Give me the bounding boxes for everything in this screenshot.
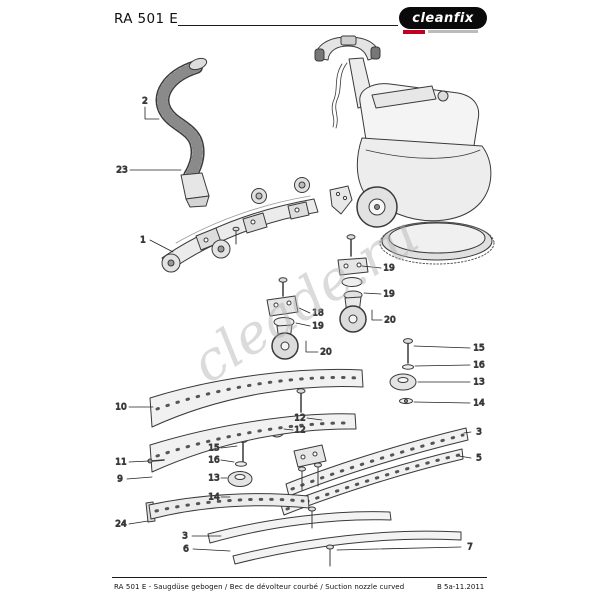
fastener-stack-right — [389, 338, 417, 405]
page-title: RA 501 E — [114, 11, 179, 27]
footer-rule — [112, 577, 487, 578]
callout-leader-20 — [305, 340, 319, 353]
callout-leader-16 — [220, 459, 235, 463]
callout-label-19: 19 — [383, 264, 395, 274]
callout-layer: 2 23 1 18 19 20 19 19 20 15 16 13 14 3 5 10 11 9 15 16 13 14 1… — [115, 96, 486, 555]
callout-label-24: 24 — [115, 520, 127, 530]
callout-leader-11 — [128, 460, 150, 463]
callout-label-16: 16 — [208, 456, 220, 466]
callout-leader-16 — [414, 364, 471, 367]
callout-leader-15 — [413, 345, 471, 349]
callout-label-19: 19 — [312, 322, 324, 332]
callout-label-16: 16 — [473, 361, 485, 371]
logo-red-mark — [403, 30, 425, 34]
callout-label-14: 14 — [473, 399, 485, 409]
callout-leader-18 — [298, 307, 311, 314]
callout-label-10: 10 — [115, 403, 127, 413]
callout-leader-24 — [128, 520, 149, 525]
callout-label-15: 15 — [473, 344, 484, 354]
callout-label-23: 23 — [116, 166, 127, 176]
callout-label-20: 20 — [320, 348, 332, 358]
callout-leader-12 — [283, 428, 294, 431]
callout-leader-6 — [192, 548, 231, 552]
callout-leader-19 — [295, 322, 311, 327]
callout-leader-14 — [413, 401, 471, 404]
callout-label-6: 6 — [183, 545, 189, 555]
callout-label-3: 3 — [476, 428, 482, 438]
logo-fineprint — [428, 30, 478, 33]
callout-leader-12 — [306, 417, 323, 421]
header-rule — [178, 25, 398, 27]
callout-label-12: 12 — [294, 426, 305, 436]
callout-leader-19 — [363, 292, 382, 295]
callout-label-13: 13 — [208, 474, 219, 484]
callout-label-5: 5 — [476, 454, 482, 464]
callout-leader-1 — [149, 239, 174, 253]
blade-strips — [147, 368, 469, 516]
cleanfix-logo: cleanfix — [399, 7, 487, 29]
footer-revision: B 5a-11.2011 — [437, 583, 485, 591]
nozzle-body — [161, 177, 319, 273]
callout-label-18: 18 — [312, 309, 324, 319]
caster-assembly-left — [266, 277, 299, 360]
callout-label-12: 12 — [294, 414, 305, 424]
callout-leader-3 — [463, 431, 472, 434]
cleanfix-logo-text: cleanfix — [412, 10, 474, 26]
callout-label-1: 1 — [140, 236, 146, 246]
callout-leader-2 — [144, 106, 160, 120]
bottom-strips — [145, 444, 462, 567]
callout-leader-9 — [126, 476, 153, 480]
caster-assembly-right — [337, 234, 369, 333]
callout-label-2: 2 — [142, 97, 148, 107]
callout-label-13: 13 — [473, 378, 484, 388]
callout-label-9: 9 — [117, 475, 123, 485]
callout-leader-15 — [220, 445, 238, 449]
callout-label-15: 15 — [208, 444, 219, 454]
callout-label-11: 11 — [115, 458, 126, 468]
footer-caption: RA 501 E - Saugdüse gebogen / Bec de dév… — [114, 583, 405, 591]
callout-label-20: 20 — [384, 316, 396, 326]
callout-label-19: 19 — [383, 290, 395, 300]
callout-label-14: 14 — [208, 493, 220, 503]
callout-leader-19 — [361, 265, 382, 269]
suction-hose — [155, 57, 210, 208]
callout-leader-5 — [458, 455, 472, 459]
callout-label-3: 3 — [182, 532, 188, 542]
callout-leader-20 — [371, 309, 383, 321]
callout-leader-7 — [336, 546, 462, 551]
machine-illustration — [314, 35, 495, 265]
callout-label-7: 7 — [467, 543, 473, 553]
